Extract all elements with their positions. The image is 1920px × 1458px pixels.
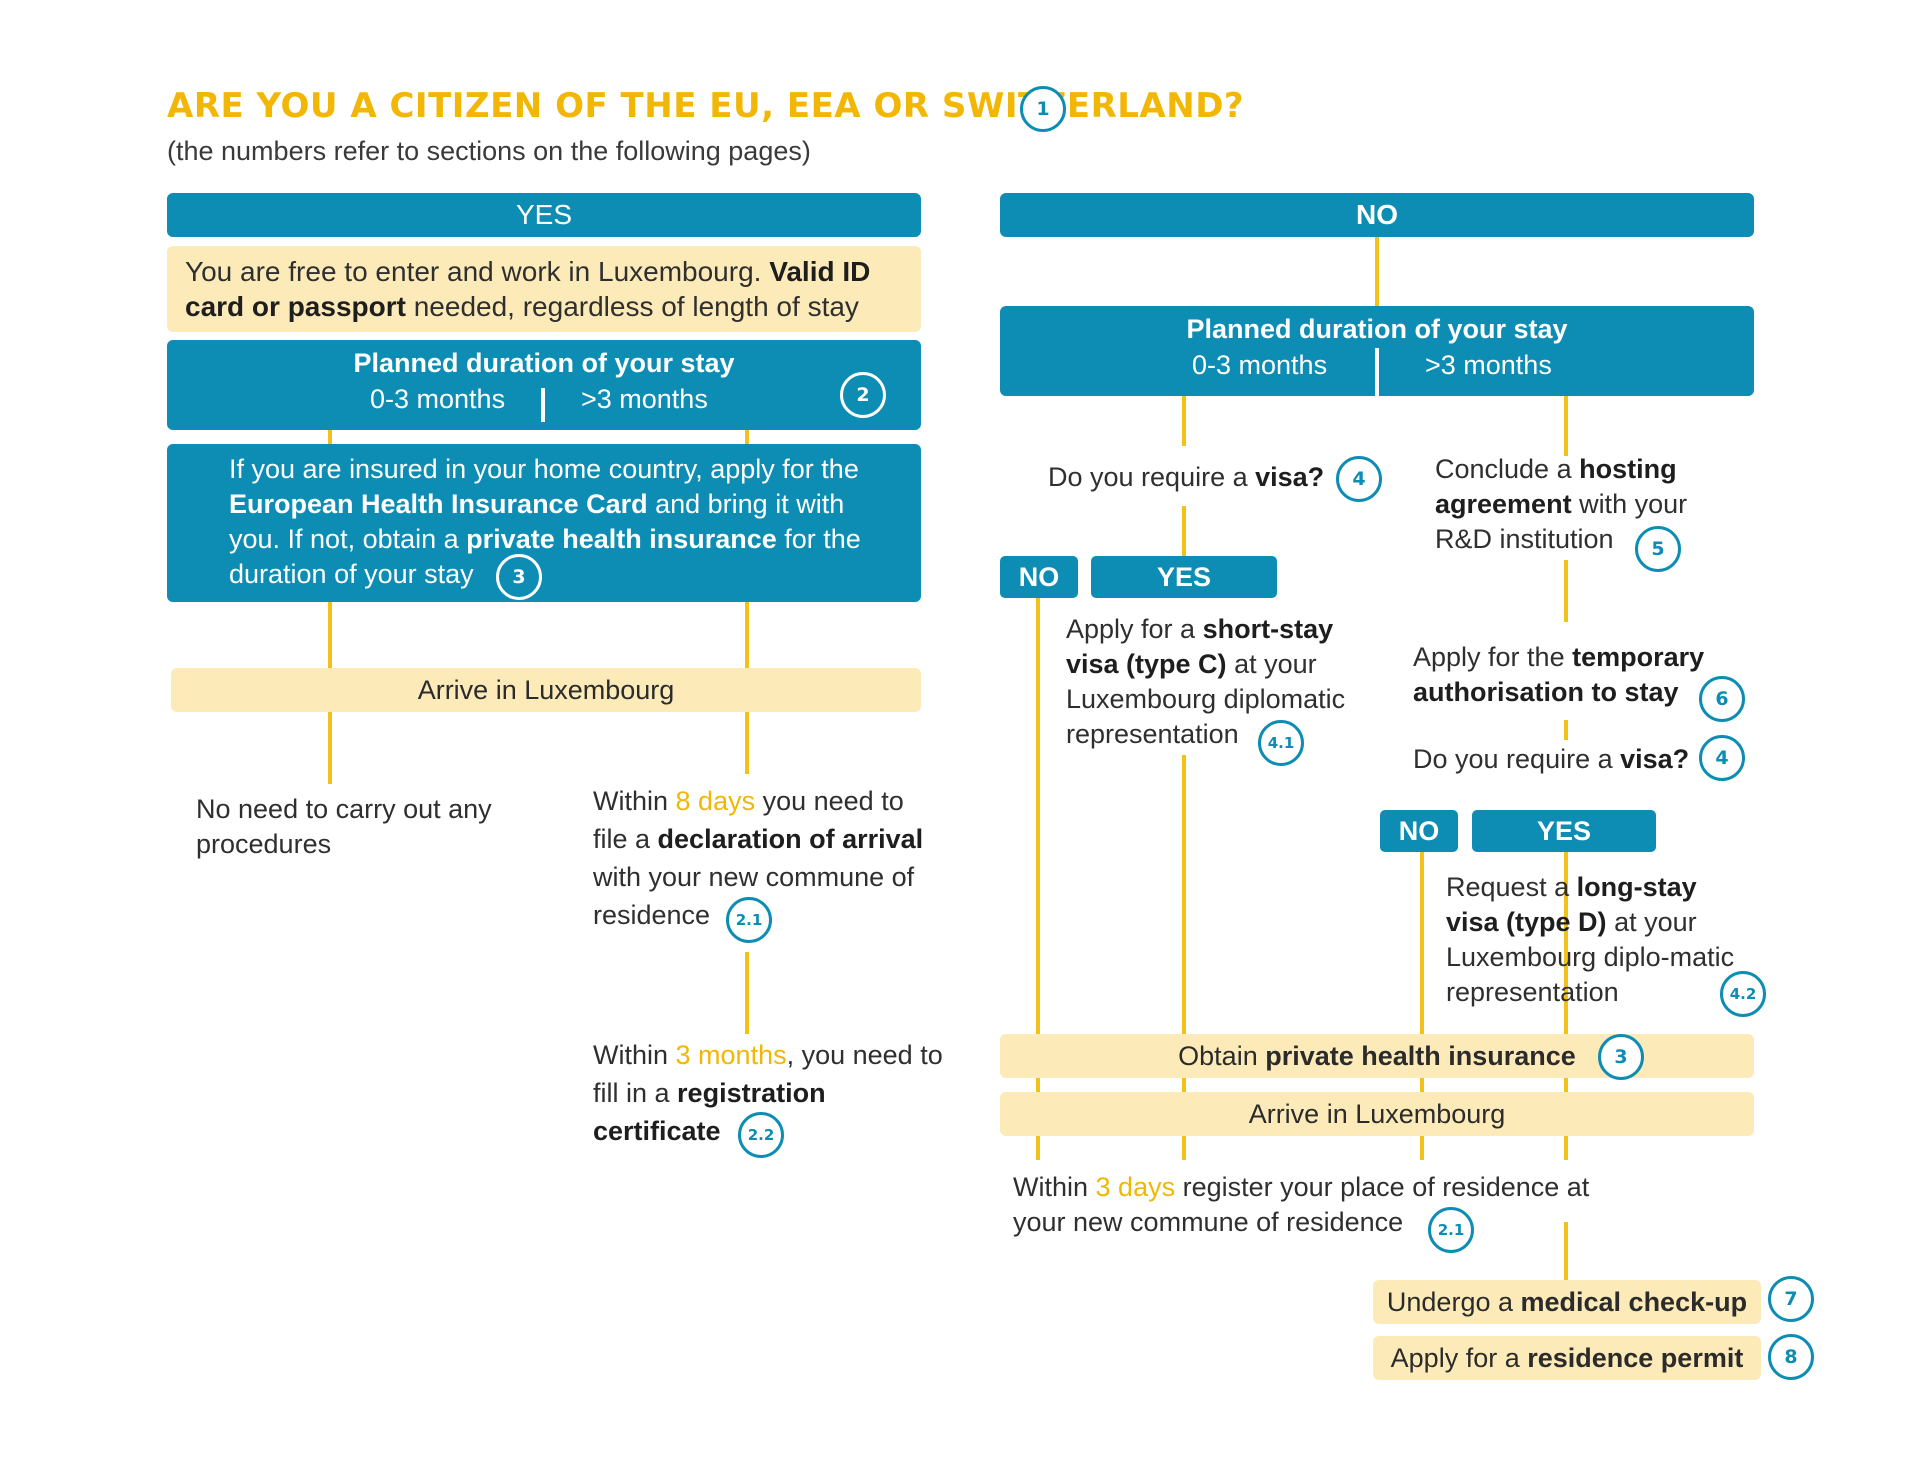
- section-ref-badge: 6: [1699, 676, 1745, 722]
- connector-line: [745, 600, 749, 670]
- visa2-no-label: NO: [1380, 810, 1458, 852]
- connector-line: [1564, 720, 1568, 740]
- connector-line: [745, 428, 749, 450]
- section-ref-badge: 8: [1768, 1334, 1814, 1380]
- connector-line: [1036, 596, 1040, 1160]
- section-ref-badge: 4.1: [1258, 720, 1304, 766]
- long-stay-visa-text: Request a long-stay visa (type D) at you…: [1446, 872, 1735, 1007]
- section-ref-badge: 2.2: [738, 1112, 784, 1158]
- no-header: NO: [1000, 193, 1754, 237]
- short-stay-label: 0-3 months: [370, 384, 506, 414]
- section-ref-badge: 1: [1020, 86, 1066, 132]
- section-ref-badge: 4: [1336, 456, 1382, 502]
- short-stay-visa-text: Apply for a short-stay visa (type C) at …: [1066, 614, 1346, 749]
- section-ref-badge: 5: [1635, 526, 1681, 572]
- section-ref-badge: 2: [840, 372, 886, 418]
- yes-duration-box: Planned duration of your stay 0-3 months…: [167, 340, 921, 430]
- medical-checkup-step: Undergo a medical check-up: [1373, 1280, 1761, 1324]
- short-stay-label: 0-3 months: [1192, 350, 1328, 380]
- duration-title: Planned duration of your stay: [353, 348, 735, 378]
- divider: [541, 388, 545, 422]
- visa-no-label: NO: [1000, 556, 1078, 598]
- connector-line: [1182, 755, 1186, 1160]
- connector-line: [1182, 396, 1186, 446]
- no-procedures-text: No need to carry out any procedures: [196, 794, 492, 859]
- connector-line: [1564, 396, 1568, 456]
- page-title: ARE YOU A CITIZEN OF THE EU, EEA OR SWIT…: [167, 86, 1245, 126]
- connector-line: [328, 428, 332, 450]
- connector-line: [1182, 506, 1186, 558]
- section-ref-badge: 2.1: [1428, 1207, 1474, 1253]
- section-ref-badge: 3: [1598, 1034, 1644, 1080]
- no-duration-box: Planned duration of your stay 0-3 months…: [1000, 306, 1754, 396]
- divider: [1375, 348, 1379, 396]
- section-ref-badge: 4: [1699, 735, 1745, 781]
- residence-permit-step: Apply for a residence permit: [1373, 1336, 1761, 1380]
- page-subtitle: (the numbers refer to sections on the fo…: [167, 136, 811, 166]
- temporary-authorisation-text: Apply for the temporary authorisation to…: [1413, 642, 1705, 707]
- visa-question-2: Do you require a visa?: [1413, 744, 1690, 774]
- connector-line: [1420, 852, 1424, 1160]
- health-insurance-box: If you are insured in your home country,…: [167, 444, 921, 602]
- visa-yes-label: YES: [1091, 556, 1277, 598]
- connector-line: [1375, 236, 1379, 306]
- visa2-yes-label: YES: [1472, 810, 1656, 852]
- register-residence-text: Within 3 days register your place of res…: [1013, 1172, 1590, 1237]
- registration-text: Within 3 months, you need to fill in a r…: [593, 1040, 943, 1146]
- hosting-agreement-text: Conclude a hosting agreement with your R…: [1435, 454, 1688, 554]
- free-movement-note: You are free to enter and work in Luxemb…: [167, 246, 921, 332]
- visa-question: Do you require a visa?: [1048, 462, 1325, 492]
- long-stay-label: >3 months: [1425, 350, 1552, 380]
- connector-line: [328, 712, 332, 784]
- connector-line: [328, 600, 332, 670]
- connector-line: [745, 712, 749, 774]
- duration-title: Planned duration of your stay: [1186, 314, 1568, 344]
- section-ref-badge: 2.1: [726, 897, 772, 943]
- connector-line: [1564, 1222, 1568, 1284]
- section-ref-badge: 3: [496, 554, 542, 600]
- connector-line: [1564, 852, 1568, 1160]
- arrive-box: Arrive in Luxembourg: [171, 668, 921, 712]
- declaration-text: Within 8 days you need to file a declara…: [593, 786, 924, 930]
- section-ref-badge: 7: [1768, 1276, 1814, 1322]
- connector-line: [745, 952, 749, 1034]
- yes-header: YES: [167, 193, 921, 237]
- arrive-box: Arrive in Luxembourg: [1000, 1092, 1754, 1136]
- long-stay-label: >3 months: [581, 384, 708, 414]
- section-ref-badge: 4.2: [1720, 971, 1766, 1017]
- connector-line: [1564, 560, 1568, 622]
